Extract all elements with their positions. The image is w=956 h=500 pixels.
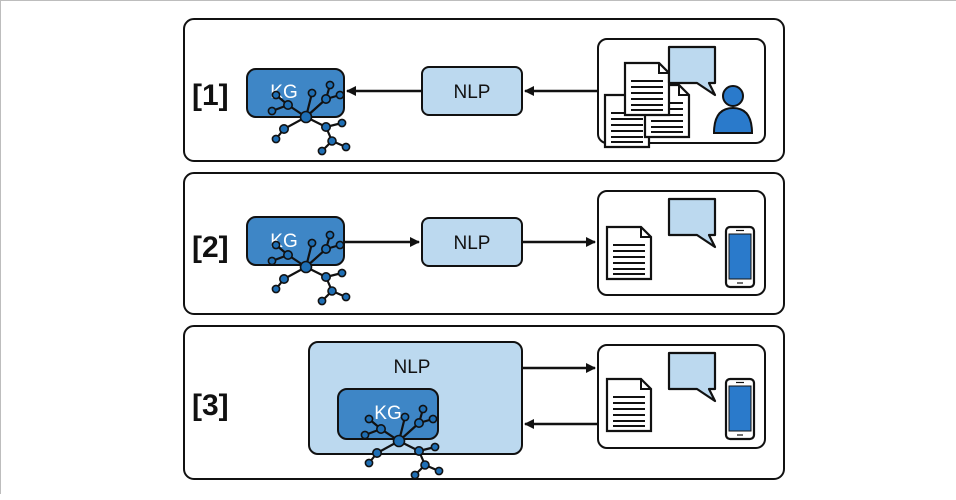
panel-1-sources-box xyxy=(597,38,766,149)
panel-3-label: [3] xyxy=(192,389,229,422)
phone-icon xyxy=(724,377,756,441)
panel-2-nlp-label: NLP xyxy=(454,233,491,254)
panel-1-nlp-label: NLP xyxy=(454,82,491,103)
panel-1-nlp-box: NLP xyxy=(421,66,523,116)
document-icon xyxy=(605,225,653,281)
panel-3-outputs-box xyxy=(597,344,766,449)
panel-3-kg-label: KG xyxy=(374,403,401,424)
panel-2-nlp-box: NLP xyxy=(421,217,523,267)
panel-2-outputs-box xyxy=(597,190,766,296)
panel-1: [1] KG NLP xyxy=(183,18,785,162)
panel-3-kg-box: KG xyxy=(337,388,439,440)
panel-3: [3] NLP KG xyxy=(183,325,785,480)
panel-2-label: [2] xyxy=(192,231,229,264)
panel-2-kg-box: KG xyxy=(246,216,345,266)
document-icon xyxy=(605,377,653,433)
panel-3-nlp-label: NLP xyxy=(394,357,431,378)
panel-2: [2] KG NLP xyxy=(183,172,785,315)
panel-1-label: [1] xyxy=(192,79,229,112)
user-icon xyxy=(712,85,754,134)
phone-icon xyxy=(724,225,756,289)
